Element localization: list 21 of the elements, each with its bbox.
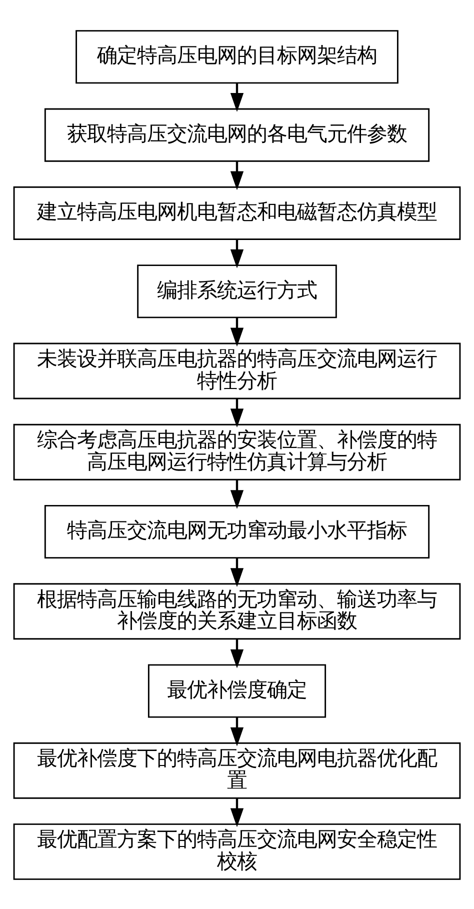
arrow	[230, 638, 244, 668]
node-box: 确定特高压电网的目标网架结构	[76, 30, 398, 84]
arrow	[230, 798, 244, 827]
arrow	[230, 160, 244, 190]
arrow	[230, 557, 244, 586]
node-box: 最优补偿度下的特高压交流电网电抗器优化配置	[13, 742, 461, 798]
node-box: 最优配置方案下的特高压交流电网安全稳定性校核	[13, 822, 461, 880]
arrow	[230, 716, 244, 746]
node-box: 最优补偿度确定	[148, 664, 326, 718]
node-box: 获取特高压交流电网的各电气元件参数	[44, 108, 430, 162]
arrow	[230, 317, 244, 346]
arrow	[230, 82, 244, 112]
node-box: 根据特高压输电线路的无功窜动、输送功率与补偿度的关系建立目标函数	[13, 582, 461, 640]
node-box: 未装设并联高压电抗器的特高压交流电网运行特性分析	[13, 342, 461, 399]
arrow	[230, 238, 244, 268]
node-box: 综合考虑高压电抗器的安装位置、补偿度的特高压电网运行特性仿真计算与分析	[13, 423, 461, 480]
node-box: 特高压交流电网无功窜动最小水平指标	[44, 504, 430, 558]
node-box: 建立特高压电网机电暂态和电磁暂态仿真模型	[13, 186, 461, 240]
arrow	[230, 398, 244, 427]
node-box: 编排系统运行方式	[137, 264, 337, 318]
arrow	[230, 479, 244, 508]
